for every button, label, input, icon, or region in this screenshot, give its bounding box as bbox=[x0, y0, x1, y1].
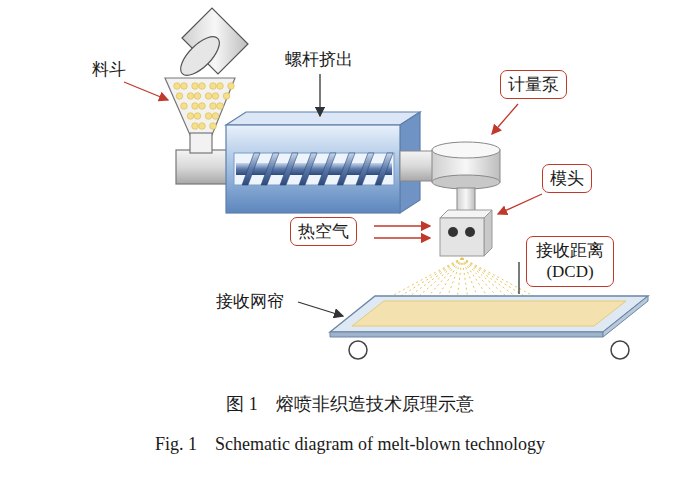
screw-extruder bbox=[226, 112, 420, 213]
dcd-label: 接收距离 (DCD) bbox=[526, 236, 614, 287]
hot-air-label: 热空气 bbox=[290, 217, 357, 246]
extruder-label: 螺杆挤出 bbox=[285, 48, 353, 71]
node-text: 接收距离 (DCD) bbox=[534, 240, 606, 283]
leader-lines bbox=[124, 74, 542, 316]
node-text: 模头 bbox=[550, 168, 584, 189]
node-text: 热空气 bbox=[298, 221, 349, 242]
figure-caption: 图 1 熔喷非织造技术原理示意 bbox=[0, 392, 700, 416]
collector-label: 接收网帘 bbox=[216, 290, 284, 313]
node-text: 计量泵 bbox=[508, 74, 559, 95]
hopper-label: 料斗 bbox=[92, 58, 126, 81]
caption-english: Fig. 1 Schematic diagram of melt-blown t… bbox=[0, 432, 700, 456]
metering-pump bbox=[400, 142, 500, 212]
collector-belt bbox=[330, 296, 648, 359]
die-head bbox=[440, 210, 492, 256]
metering-pump-label: 计量泵 bbox=[500, 70, 567, 99]
die-head-label: 模头 bbox=[542, 164, 592, 193]
